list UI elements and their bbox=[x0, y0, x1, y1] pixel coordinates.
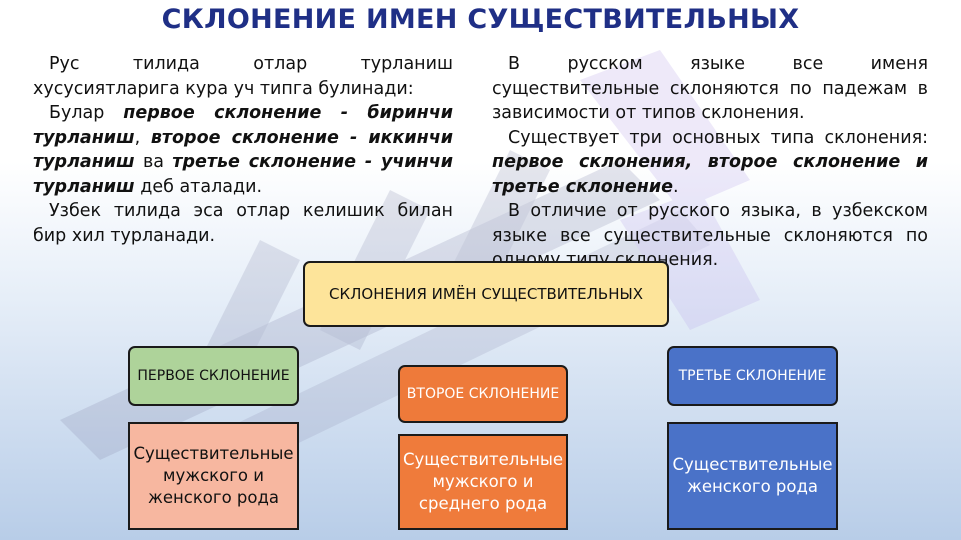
uzbek-paragraph-3: Узбек тилида эса отлар келишик билан бир… bbox=[33, 201, 453, 246]
emphasis-first: первое склонение - биринчи турланиш bbox=[33, 103, 453, 148]
uzbek-paragraph-1: Рус тилида отлар турланиш хусусиятларига… bbox=[33, 54, 453, 99]
russian-paragraph-2: Существует три основных типа склонения: … bbox=[492, 126, 928, 200]
third-declension-description: Существительные женского рода bbox=[667, 422, 838, 530]
text-span: деб аталади. bbox=[134, 176, 263, 197]
text-span: . bbox=[672, 176, 679, 197]
main-category-box: СКЛОНЕНИЯ ИМЁН СУЩЕСТВИТЕЛЬНЫХ bbox=[303, 261, 669, 327]
first-declension-header: ПЕРВОЕ СКЛОНЕНИЕ bbox=[128, 346, 299, 406]
page-title: СКЛОНЕНИЕ ИМЕН СУЩЕСТВИТЕЛЬНЫХ bbox=[161, 4, 800, 35]
text-span: Существует три основных типа склонения: bbox=[508, 127, 928, 148]
uzbek-paragraph-2: Булар первое склонение - биринчи турлани… bbox=[33, 101, 453, 199]
text-span: , bbox=[134, 127, 151, 148]
third-declension-label: ТРЕТЬЕ СКЛОНЕНИЕ bbox=[678, 368, 827, 384]
emphasis-types: первое склонения, второе склонение и тре… bbox=[492, 152, 928, 197]
text-span: Булар bbox=[49, 103, 124, 123]
uzbek-text-column: Рус тилида отлар турланиш хусусиятларига… bbox=[33, 52, 453, 248]
second-declension-desc-text: Существительные мужского и среднего рода bbox=[402, 450, 564, 513]
first-declension-description: Существительные мужского и женского рода bbox=[128, 422, 299, 530]
text-span: ва bbox=[134, 152, 173, 172]
russian-paragraph-1: В русском языке все именя существительны… bbox=[492, 54, 928, 123]
first-declension-label: ПЕРВОЕ СКЛОНЕНИЕ bbox=[137, 368, 290, 384]
emphasis-third: третье склонение - учинчи турланиш bbox=[33, 152, 453, 197]
main-category-label: СКЛОНЕНИЯ ИМЁН СУЩЕСТВИТЕЛЬНЫХ bbox=[329, 284, 643, 303]
second-declension-description: Существительные мужского и среднего рода bbox=[398, 434, 568, 530]
emphasis-second: второе склонение - иккинчи турланиш bbox=[33, 127, 453, 173]
second-declension-header: ВТОРОЕ СКЛОНЕНИЕ bbox=[398, 365, 568, 423]
third-declension-desc-text: Существительные женского рода bbox=[672, 455, 833, 496]
russian-text-column: В русском языке все именя существительны… bbox=[492, 52, 928, 273]
second-declension-label: ВТОРОЕ СКЛОНЕНИЕ bbox=[406, 386, 560, 402]
third-declension-header: ТРЕТЬЕ СКЛОНЕНИЕ bbox=[667, 346, 838, 406]
first-declension-desc-text: Существительные мужского и женского рода bbox=[133, 444, 294, 507]
